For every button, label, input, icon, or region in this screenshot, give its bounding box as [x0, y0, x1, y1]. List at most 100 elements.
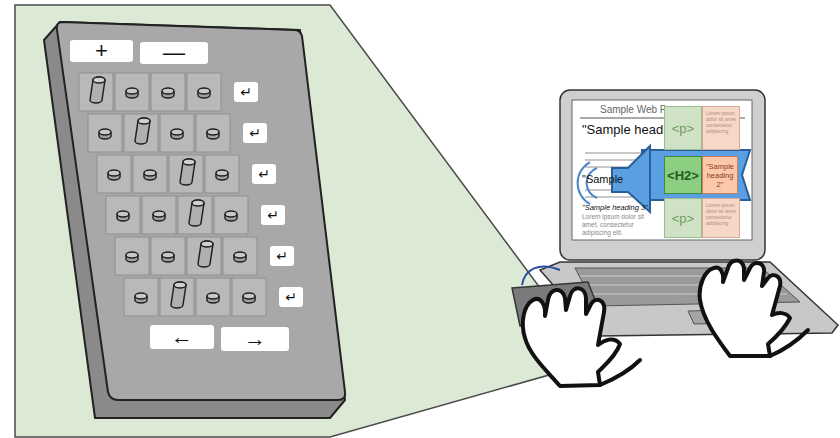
raised-pin-top [174, 282, 186, 288]
keypad-side [44, 22, 345, 418]
raised-pin-top [138, 118, 150, 124]
node-text: Lorem ipsum dolor sit amet consectetur a… [706, 202, 736, 226]
raised-pin-top [192, 200, 204, 206]
pin-cell [133, 155, 167, 193]
paragraph-tag-box: <p> [664, 106, 702, 150]
lowered-pin-top [126, 252, 138, 258]
node-text: ← [171, 326, 193, 348]
enter-key: ↵ [270, 246, 294, 266]
left-arrow-button: ← [150, 325, 214, 349]
node-text: — [163, 42, 185, 64]
node-text: "Sample heading 2" [705, 162, 735, 189]
lowered-pin-top [243, 293, 255, 299]
pin-cell [196, 278, 230, 316]
pin-cell [205, 155, 239, 193]
pin-cell [106, 196, 140, 234]
right-arrow-button: → [221, 327, 289, 351]
screen [572, 100, 752, 240]
lowered-pin-top [99, 129, 111, 135]
heading-content-box: "Sample heading 2" [702, 156, 738, 194]
laptop-lid [560, 90, 765, 260]
lowered-pin-top [234, 252, 246, 258]
paragraph-content-box: Lorem ipsum dolor sit amet consectetur a… [702, 198, 740, 238]
node-text: ↵ [285, 290, 297, 304]
pin-cell [88, 114, 122, 152]
node-text: + [95, 40, 108, 62]
pin-cell [196, 114, 230, 152]
pin-cell [124, 278, 158, 316]
zoom-wedge [15, 5, 595, 437]
raised-pin [180, 159, 195, 185]
lowered-pin-top [216, 170, 228, 176]
pin-cell [187, 237, 221, 275]
enter-key: ↵ [234, 82, 258, 102]
lowered-pin-top [207, 129, 219, 135]
node-text: ↵ [267, 208, 279, 222]
raised-pin-top [201, 241, 213, 247]
lowered-pin-top [135, 293, 147, 299]
node-text: ↵ [258, 167, 270, 181]
node-text: <p> [672, 121, 694, 136]
left-hand [523, 288, 640, 386]
pin-cell [115, 73, 149, 111]
raised-pin-top [183, 159, 195, 165]
lowered-pin-top [117, 211, 129, 217]
pin-cell [160, 278, 194, 316]
paragraph-content-box: Lorem ipsum dolor sit amet consectetur a… [702, 106, 740, 150]
right-hand [700, 261, 808, 357]
lowered-pin-top [198, 88, 210, 94]
lowered-pin-top [171, 129, 183, 135]
node-text: ↵ [249, 126, 261, 140]
node-text: "Sample headi [582, 122, 666, 138]
node-text: ↵ [240, 85, 252, 99]
raised-pin [171, 282, 186, 308]
lowered-pin-top [144, 170, 156, 176]
pin-cell [124, 114, 158, 152]
lowered-pin-top [207, 293, 219, 299]
pin-cell [151, 237, 185, 275]
raised-pin-top [93, 77, 105, 83]
node-text: ↵ [276, 249, 288, 263]
lowered-pin-top [153, 211, 165, 217]
pin-cell [223, 237, 257, 275]
node-text: <p> [672, 211, 694, 226]
pin-cell [97, 155, 131, 193]
pin-cell [142, 196, 176, 234]
pin-cell [115, 237, 149, 275]
lowered-pin-top [126, 88, 138, 94]
raised-pin [135, 118, 150, 144]
minus-button: — [140, 42, 208, 64]
pin-cell [151, 73, 185, 111]
pin-grid [79, 73, 266, 316]
enter-key: ↵ [279, 287, 303, 307]
node-text: <H2> [667, 168, 699, 183]
node-text: Lorem ipsum dolor sit amet, consectetur … [582, 213, 662, 236]
heading-tag-box: <H2> [664, 156, 702, 194]
paragraph-tag-box: <p> [664, 198, 702, 238]
raised-pin [198, 241, 213, 267]
raised-pin [189, 200, 204, 226]
pin-cell [160, 114, 194, 152]
plus-button: + [70, 40, 133, 62]
lowered-pin-top [162, 252, 174, 258]
lowered-pin-top [162, 88, 174, 94]
lowered-pin-top [225, 211, 237, 217]
raised-pin [90, 77, 105, 103]
node-text: "Sample [582, 173, 623, 186]
pin-cell [169, 155, 203, 193]
node-text: Lorem ipsum dolor sit amet consectetur a… [706, 110, 736, 134]
pin-cell [187, 73, 221, 111]
node-text: "Sample heading 3" [582, 203, 648, 212]
keypad-face [57, 22, 345, 400]
lowered-pin-top [108, 170, 120, 176]
enter-key: ↵ [261, 205, 285, 225]
pin-cell [232, 278, 266, 316]
enter-key: ↵ [252, 164, 276, 184]
pin-cell [178, 196, 212, 234]
announcement-banner [642, 150, 750, 200]
pin-cell [79, 73, 113, 111]
node-text: → [244, 328, 266, 350]
pin-cell [214, 196, 248, 234]
node-text: Sample Web P [600, 104, 667, 116]
